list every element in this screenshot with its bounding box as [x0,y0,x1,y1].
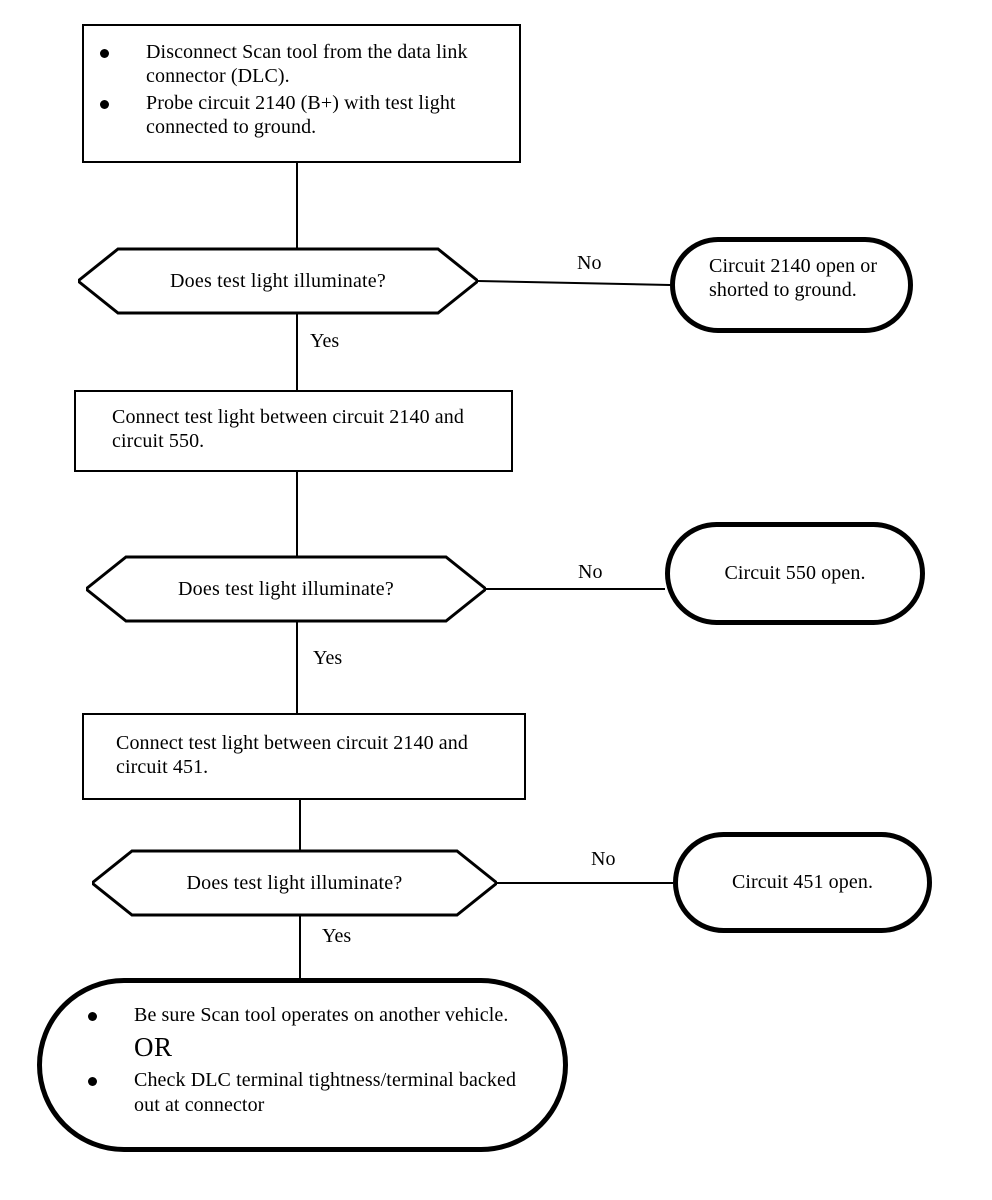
list-item: Probe circuit 2140 (B+) with test light … [84,91,509,140]
edge-label-yes-1: Yes [310,330,340,352]
start-box-bullet-list: Disconnect Scan tool from the data link … [84,40,509,142]
bullet-dot-icon [100,49,109,58]
list-item: Be sure Scan tool operates on another ve… [72,1003,542,1027]
edge-label-yes-3: Yes [322,925,352,947]
decision-2[interactable]: Does test light illuminate? [86,555,486,623]
decision-1[interactable]: Does test light illuminate? [78,247,478,315]
edge-label-no-3: No [591,848,616,870]
process-box-circuit-550[interactable]: Connect test light between circuit 2140 … [74,390,513,472]
terminator-circuit-451-open[interactable]: Circuit 451 open. [673,832,932,933]
end-box-or-label: OR [134,1032,173,1063]
decision-3-label: Does test light illuminate? [186,871,403,894]
process-3-text: Connect test light between circuit 2140 … [116,732,468,779]
terminator-1-text: Circuit 2140 open or shorted to ground. [709,255,878,302]
process-2-text: Connect test light between circuit 2140 … [112,406,464,453]
process-box-circuit-451[interactable]: Connect test light between circuit 2140 … [82,713,526,800]
list-item: Disconnect Scan tool from the data link … [84,40,509,89]
end-box-bullet-list-2: Check DLC terminal tightness/terminal ba… [72,1068,542,1117]
decision-3-shape [92,849,497,917]
edge-label-yes-2: Yes [313,647,343,669]
decision-1-shape [78,247,478,315]
terminator-2-text: Circuit 550 open. [724,562,866,585]
bullet-dot-icon [88,1012,97,1021]
terminator-circuit-2140-open[interactable]: Circuit 2140 open or shorted to ground. [670,237,913,333]
edge-label-no-2: No [578,561,603,583]
decision-3[interactable]: Does test light illuminate? [92,849,497,917]
list-item: Check DLC terminal tightness/terminal ba… [72,1068,542,1117]
end-box-bullet-1-text: Be sure Scan tool operates on another ve… [134,1004,509,1026]
decision-2-label: Does test light illuminate? [178,577,394,600]
terminator-3-text: Circuit 451 open. [731,871,874,894]
end-box-bullet-list: Be sure Scan tool operates on another ve… [72,1003,542,1027]
bullet-dot-icon [100,99,109,109]
edge-label-no-1: No [577,252,602,274]
end-box-bullet-2-text: Check DLC terminal tightness/terminal ba… [134,1069,517,1116]
start-box-bullet-1-text: Disconnect Scan tool from the data link … [146,41,468,88]
bullet-dot-icon [88,1077,97,1087]
start-process-box[interactable]: Disconnect Scan tool from the data link … [82,24,521,163]
end-terminator-box[interactable]: Be sure Scan tool operates on another ve… [37,978,568,1152]
decision-2-shape [86,555,486,623]
decision-1-label: Does test light illuminate? [170,269,386,292]
terminator-circuit-550-open[interactable]: Circuit 550 open. [665,522,925,625]
start-box-bullet-2-text: Probe circuit 2140 (B+) with test light … [146,91,456,139]
